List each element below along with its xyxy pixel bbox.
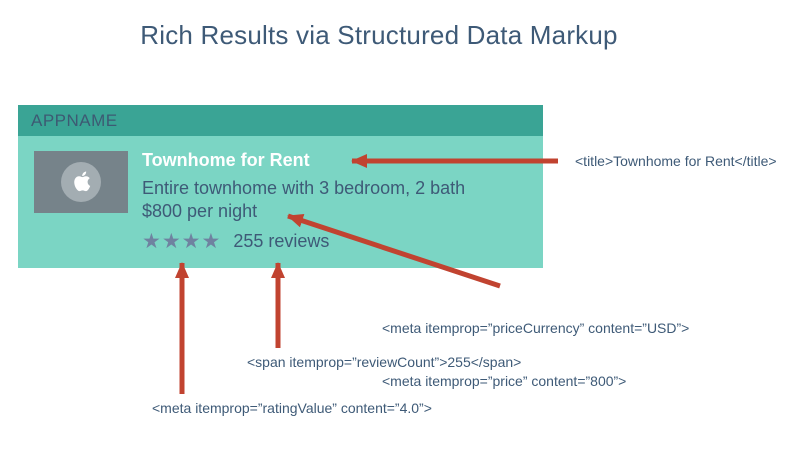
app-icon-tile xyxy=(34,151,128,213)
app-name-label: APPNAME xyxy=(31,110,118,130)
star-icon: ★★★★ xyxy=(142,230,222,253)
review-count-label: 255 reviews xyxy=(233,231,330,251)
annotation-price-currency-line: <meta itemprop=”priceCurrency” content=”… xyxy=(382,320,690,336)
listing-description: Entire townhome with 3 bedroom, 2 bath xyxy=(142,178,466,198)
page-title: Rich Results via Structured Data Markup xyxy=(140,20,618,50)
annotation-review-count: <span itemprop=”reviewCount”>255</span> xyxy=(247,354,522,370)
annotation-title-tag: <title>Townhome for Rent</title> xyxy=(575,153,777,169)
annotation-price-meta: <meta itemprop=”priceCurrency” content=”… xyxy=(382,285,689,408)
listing-text-block: Townhome for Rent Entire townhome with 3… xyxy=(142,149,465,253)
apple-logo-icon xyxy=(70,169,92,195)
rich-result-card: APPNAME Townhome for Rent Entire townhom… xyxy=(18,105,543,268)
annotation-rating-value: <meta itemprop=”ratingValue” content=”4.… xyxy=(152,400,432,416)
app-header-bar: APPNAME xyxy=(18,105,543,136)
listing-price: $800 per night xyxy=(142,201,258,221)
icon-circle xyxy=(61,162,101,202)
listing-title: Townhome for Rent xyxy=(142,150,310,170)
annotation-price-line: <meta itemprop=”price” content=”800”> xyxy=(382,372,627,389)
rating-row: ★★★★ 255 reviews xyxy=(142,230,465,253)
card-body: Townhome for Rent Entire townhome with 3… xyxy=(18,136,543,268)
